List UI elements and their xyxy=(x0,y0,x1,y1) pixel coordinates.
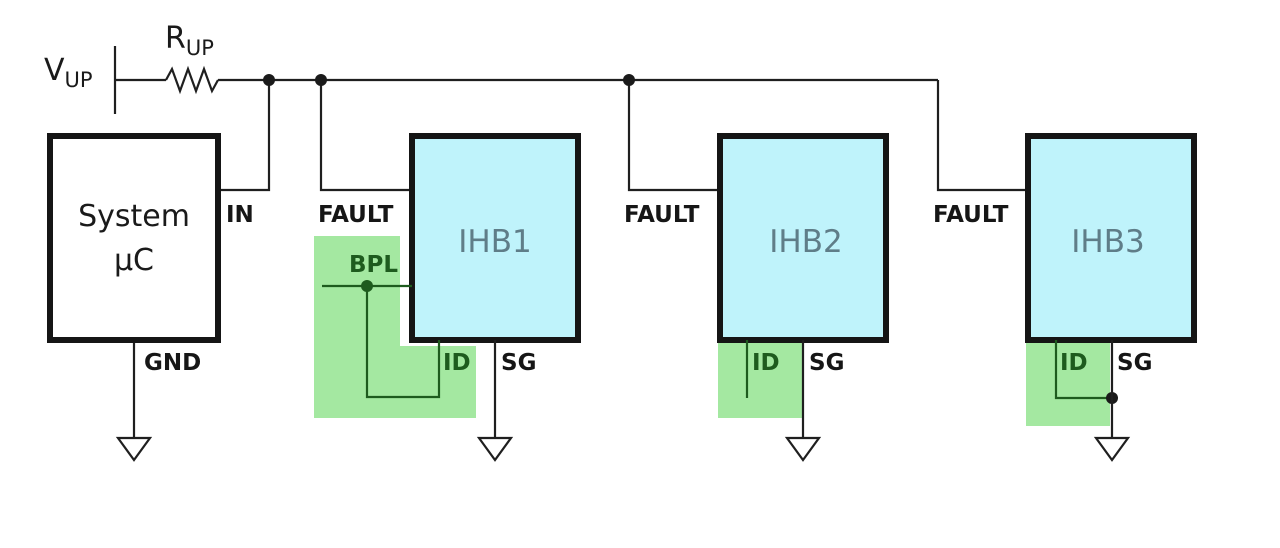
ground-symbol-ihb2 xyxy=(784,436,822,462)
pin-label-sg-ihb2: SG xyxy=(809,350,844,376)
junction-dot xyxy=(263,74,275,86)
ihb2-id-highlight xyxy=(718,340,802,418)
ground-symbol-ihb3 xyxy=(1093,436,1131,462)
fault-wire-ihb3 xyxy=(936,80,1028,192)
pin-label-id-ihb2: ID xyxy=(752,350,780,376)
device-name-ihb2: IHB2 xyxy=(769,224,842,260)
pin-label-id-ihb3: ID xyxy=(1060,350,1088,376)
fault-wire-ihb2 xyxy=(627,80,720,192)
pin-label-fault-ihb2: FAULT xyxy=(624,202,700,228)
device-name-ihb1: IHB1 xyxy=(458,224,531,260)
ground-symbol-controller xyxy=(115,436,153,462)
pullup-resistor xyxy=(165,65,219,95)
pin-label-in: IN xyxy=(226,202,254,228)
pin-label-sg-ihb1: SG xyxy=(501,350,536,376)
ihb1-box xyxy=(409,133,581,343)
supply-label: VUP xyxy=(44,53,93,92)
controller-label-line2: µC xyxy=(114,243,154,278)
ihb3-id-highlight xyxy=(1026,340,1110,426)
pin-label-sg-ihb3: SG xyxy=(1117,350,1152,376)
bpl-id-wire xyxy=(365,286,441,399)
bpl-highlight-region xyxy=(314,236,476,418)
ground-symbol-ihb1 xyxy=(476,436,514,462)
pin-label-fault-ihb3: FAULT xyxy=(933,202,1009,228)
pin-label-id-ihb1: ID xyxy=(443,350,471,376)
junction-dot xyxy=(315,74,327,86)
controller-label-line1: System xyxy=(78,199,190,234)
controller-box xyxy=(47,133,221,343)
bpl-junction-dot xyxy=(361,280,373,292)
junction-dot xyxy=(623,74,635,86)
ihb2-box xyxy=(717,133,889,343)
device-name-ihb3: IHB3 xyxy=(1071,224,1144,260)
ihb3-id-wire xyxy=(1054,340,1112,400)
pin-label-gnd: GND xyxy=(144,350,201,376)
in-wire xyxy=(218,80,271,192)
pin-label-fault-ihb1: FAULT xyxy=(318,202,394,228)
resistor-label: RUP xyxy=(165,21,214,60)
fault-wire-ihb1 xyxy=(319,80,412,192)
pin-label-bpl-ihb1: BPL xyxy=(349,252,398,278)
